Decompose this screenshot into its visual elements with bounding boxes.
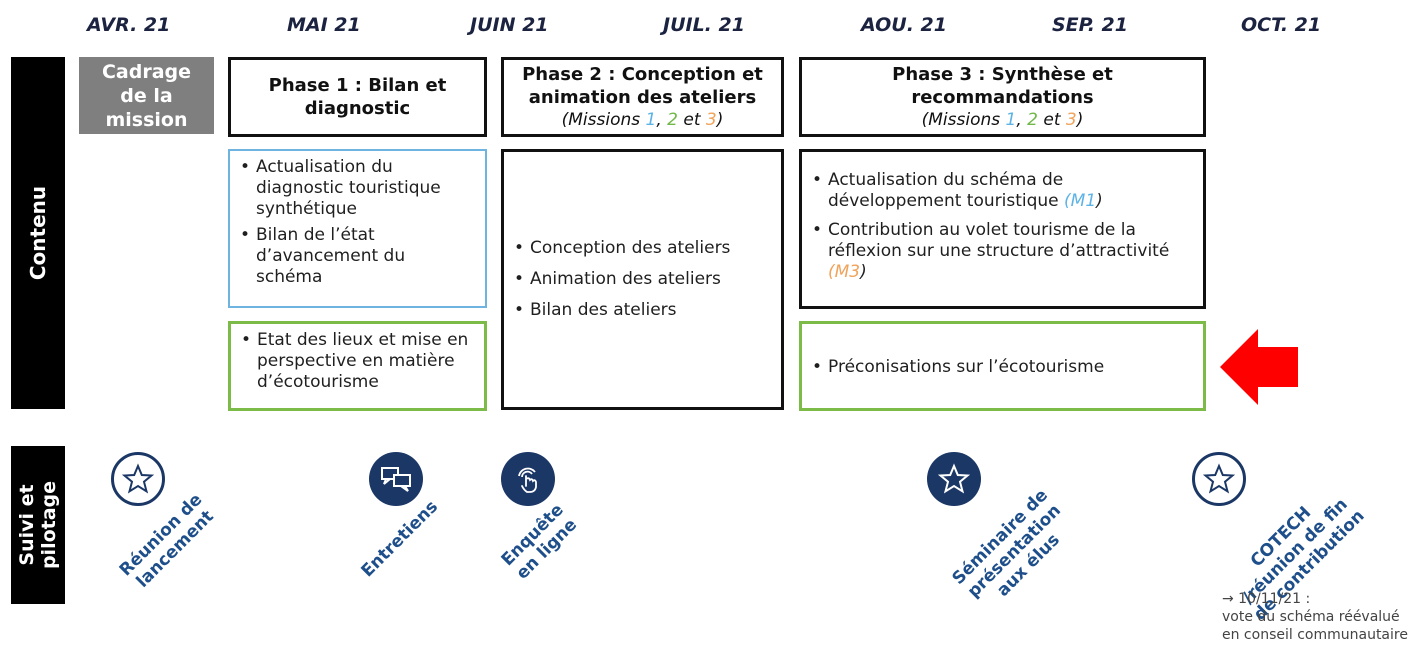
sidebar-suivi-line1: Suivi et [16,484,39,566]
star-icon [1192,452,1246,506]
month-label-mai: MAI 21 [287,14,361,36]
phase2-title-line1: Phase 2 : Conception et [522,64,763,85]
touch-icon [501,452,555,506]
phase2-content-box: Conception des ateliers Animation des at… [501,149,784,410]
month-label-juil: JUIL. 21 [663,14,745,36]
phase3-content-box: Actualisation du schéma de développement… [799,149,1206,309]
phase1-content-box: Actualisation du diagnostic touristique … [228,149,487,308]
sidebar-contenu: Contenu [11,57,65,409]
phase3-eco-box: Préconisations sur l’écotourisme [799,321,1206,411]
cadrage-line2: de la [120,84,173,107]
vote-note-line2: vote du schéma réévalué [1222,609,1400,625]
phase1-title-line2: diagnostic [304,98,411,119]
phase2-header: Phase 2 : Conception et animation des at… [501,57,784,137]
list-item: Etat des lieux et mise en perspective en… [241,330,474,393]
milestone-enquete-label: Enquête en ligne [497,500,582,584]
vote-note: → 10/11/21 : vote du schéma réévalué en … [1222,590,1408,644]
sidebar-suivi: Suivi et pilotage [11,446,65,604]
milestone-seminaire-label: Séminaire de présentation aux élus [948,485,1065,602]
phase3-title-line1: Phase 3 : Synthèse et [892,64,1113,85]
list-item: Préconisations sur l’écotourisme [812,357,1193,378]
phase2-missions: (Missions 1, 2 et 3) [561,110,724,130]
month-label-aou: AOU. 21 [861,14,947,36]
list-item: Animation des ateliers [514,269,771,290]
month-label-avr: AVR. 21 [87,14,171,36]
phase2-title-line2: animation des ateliers [528,87,757,108]
sidebar-suivi-line2: pilotage [38,480,61,570]
list-item: Conception des ateliers [514,238,771,259]
list-item: Contribution au volet tourisme de la réf… [812,220,1193,283]
vote-note-line1: → 10/11/21 : [1222,591,1311,607]
vote-note-line3: en conseil communautaire [1222,627,1408,643]
phase1-eco-box: Etat des lieux et mise en perspective en… [228,321,487,411]
milestone-lancement-label: Réunion de lancement [115,489,218,592]
cadrage-box: Cadrage de la mission [79,57,214,134]
list-item: Bilan de l’état d’avancement du schéma [240,225,475,288]
arrow-left-icon [1220,329,1298,405]
phase3-missions: (Missions 1, 2 et 3) [921,110,1084,130]
month-label-oct: OCT. 21 [1241,14,1322,36]
phase3-title-line2: recommandations [911,87,1094,108]
cadrage-line3: mission [105,108,188,131]
phase1-header: Phase 1 : Bilan et diagnostic [228,57,487,137]
list-item: Actualisation du diagnostic touristique … [240,157,475,220]
month-label-sep: SEP. 21 [1052,14,1128,36]
star-icon [111,452,165,506]
month-label-juin: JUIN 21 [470,14,549,36]
phase1-title-line1: Phase 1 : Bilan et [268,75,447,96]
star-icon [927,452,981,506]
chat-icon [369,452,423,506]
list-item: Actualisation du schéma de développement… [812,170,1193,212]
milestone-entretiens-label: Entretiens [357,496,443,582]
list-item: Bilan des ateliers [514,300,771,321]
sidebar-suivi-label: Suivi et pilotage [16,481,60,569]
phase3-header: Phase 3 : Synthèse et recommandations (M… [799,57,1206,137]
sidebar-contenu-label: Contenu [26,185,51,281]
cadrage-line1: Cadrage [101,60,192,83]
